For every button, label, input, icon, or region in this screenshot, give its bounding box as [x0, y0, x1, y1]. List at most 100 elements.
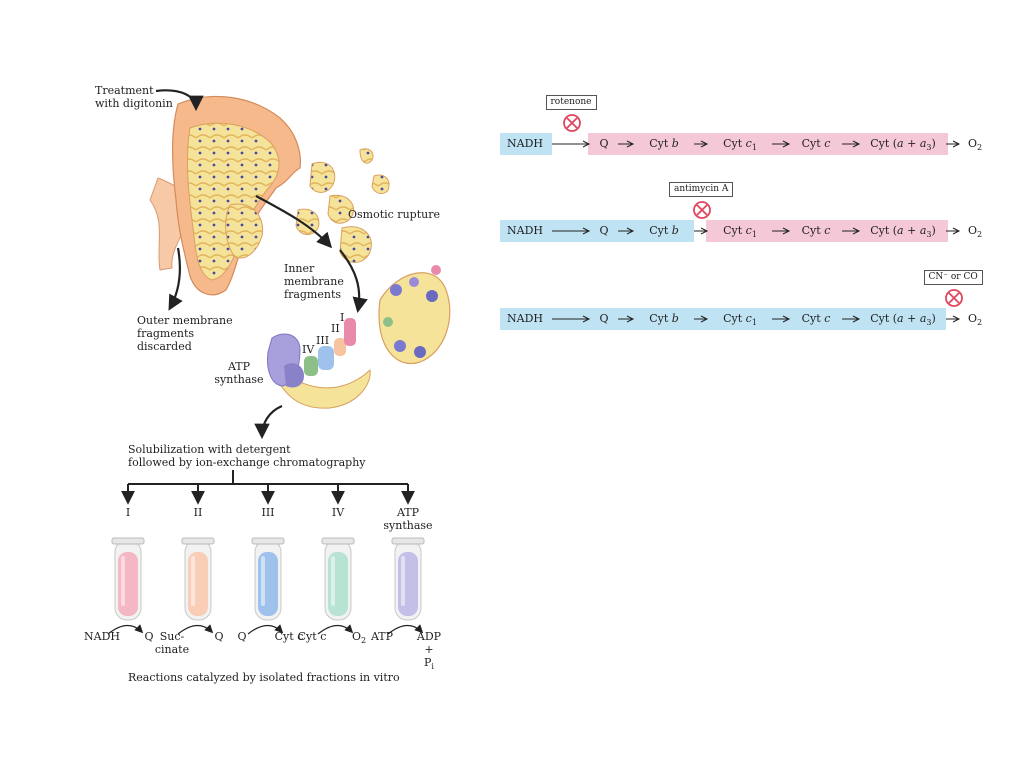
arrow-outer-discarded [168, 247, 183, 311]
complex-i-shape [344, 318, 356, 346]
chain-token: Q [599, 137, 609, 150]
test-tube-5 [391, 537, 425, 621]
reduced-band [500, 133, 552, 155]
reaction-arc [317, 624, 354, 635]
chain-token: NADH [507, 312, 543, 325]
reduced-band [500, 220, 694, 242]
chain-token: Q [599, 224, 609, 237]
pathway-arrowhead [852, 227, 861, 235]
protein-complex-dot [394, 340, 406, 352]
protein-complex-dot [431, 265, 441, 275]
chain-token: O2 [967, 224, 983, 240]
chain-token: Cyt c1 [723, 312, 757, 328]
pathway-arrowhead [700, 140, 709, 148]
branch-arrows [121, 484, 415, 505]
complex-label-i: I [340, 311, 345, 324]
pathway-arrowhead [582, 315, 591, 323]
pathway-arrows [552, 315, 961, 323]
reaction-product: Q [214, 630, 224, 643]
protein-complex-dot [390, 284, 402, 296]
reaction-substrate: Suc- cinate [154, 630, 190, 656]
reactions-caption: Reactions catalyzed by isolated fraction… [128, 671, 400, 684]
reduced-band [500, 308, 946, 330]
membrane-fragment [225, 203, 264, 259]
pathway-arrowhead [626, 315, 635, 323]
chain-token: Cyt (a + a3) [870, 137, 936, 153]
osmotic-rupture-label: Osmotic rupture [348, 208, 440, 221]
membrane-fragment [295, 208, 320, 235]
complex-label-iv: IV [302, 343, 315, 356]
solubilization-label: Solubilization with detergent followed b… [128, 443, 366, 469]
protein-complex-dot [383, 317, 393, 327]
chain-token: O2 [967, 137, 983, 153]
reaction-arc [177, 624, 214, 635]
inhibitor-tag: rotenone [545, 95, 597, 110]
protein-complex-dot [409, 277, 419, 287]
inhibitor-tag: CN⁻ or CO [923, 270, 983, 285]
oxidized-band [706, 220, 948, 242]
chain-token: Cyt c [801, 224, 831, 237]
pathway-arrowhead [700, 315, 709, 323]
reaction-arc [387, 624, 424, 635]
complex-label-iii: III [316, 334, 330, 347]
chain-token: Q [599, 312, 609, 325]
arrow-to-digitonin [155, 89, 204, 112]
block-icon [693, 201, 711, 219]
chain-token: Cyt c1 [723, 137, 757, 153]
pathway-arrowhead [852, 315, 861, 323]
inhibitor-tag: antimycin A [669, 182, 734, 197]
reaction-product: O2 [351, 630, 367, 646]
inner-membrane-label: Inner membrane fragments [284, 262, 344, 301]
chain-token: Cyt b [649, 224, 679, 237]
pathway-arrowhead [582, 140, 591, 148]
reaction-product: Cyt c [274, 630, 304, 643]
chain-token: Cyt (a + a3) [870, 312, 936, 328]
pathway-arrowhead [952, 140, 961, 148]
reaction-arc [247, 624, 284, 635]
tube-label: III [261, 506, 275, 519]
test-tube-3 [251, 537, 285, 621]
chain-token: Cyt b [649, 137, 679, 150]
chain-token: Cyt b [649, 312, 679, 325]
membrane-fragment [327, 194, 354, 224]
block-icon [563, 114, 581, 132]
chain-token: Cyt c [801, 137, 831, 150]
tube-label: I [125, 506, 131, 519]
reaction-substrate: Q [237, 630, 247, 643]
pathway-arrowhead [782, 140, 791, 148]
reaction-substrate: Cyt c [297, 630, 327, 643]
reaction-substrate: ATP [370, 630, 394, 643]
test-tube-4 [321, 537, 355, 621]
pathway-arrowhead [782, 227, 791, 235]
reaction-arc [107, 624, 144, 635]
oxidized-band [588, 133, 948, 155]
arrow-osmotic [255, 195, 333, 249]
complex-ii-shape [334, 338, 346, 356]
chain-token: Cyt c1 [723, 224, 757, 240]
atp-synthase-label: ATP synthase [214, 360, 264, 386]
membrane-fragment [371, 174, 390, 194]
arrow-inner-fragments [339, 249, 368, 314]
protein-complex-dot [414, 346, 426, 358]
tube-label: II [193, 506, 203, 519]
protein-complex-dot [426, 290, 438, 302]
arrow-to-solubilization [254, 404, 283, 440]
chain-token: NADH [507, 224, 543, 237]
pathway-arrowhead [952, 315, 961, 323]
tube-label: ATP synthase [383, 506, 433, 532]
test-tube-1 [111, 537, 145, 621]
membrane-fragment [339, 226, 372, 263]
pathway-arrowhead [626, 227, 635, 235]
pathway-arrows [552, 140, 961, 148]
block-icon [945, 289, 963, 307]
membrane-fragment [359, 148, 374, 164]
inner-membrane-segment [269, 359, 371, 409]
test-tube-2 [181, 537, 215, 621]
pathway-arrowhead [952, 227, 961, 235]
chain-token: O2 [967, 312, 983, 328]
reaction-arcs [107, 624, 424, 635]
